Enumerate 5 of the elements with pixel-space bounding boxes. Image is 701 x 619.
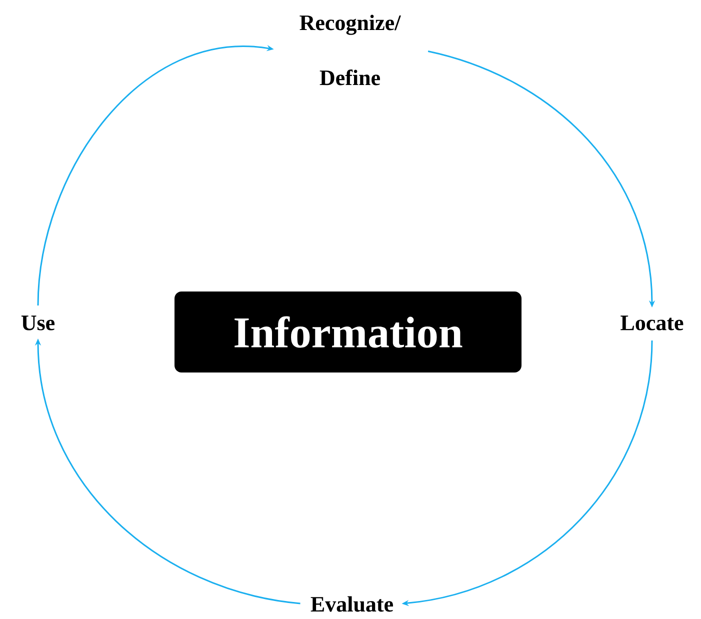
step-label: Locate (620, 316, 684, 330)
step-label: Evaluate (310, 596, 393, 612)
title-box: Information (174, 292, 522, 372)
step-label: Use (21, 316, 55, 330)
step-label: Recognize/ Define (300, 14, 401, 86)
